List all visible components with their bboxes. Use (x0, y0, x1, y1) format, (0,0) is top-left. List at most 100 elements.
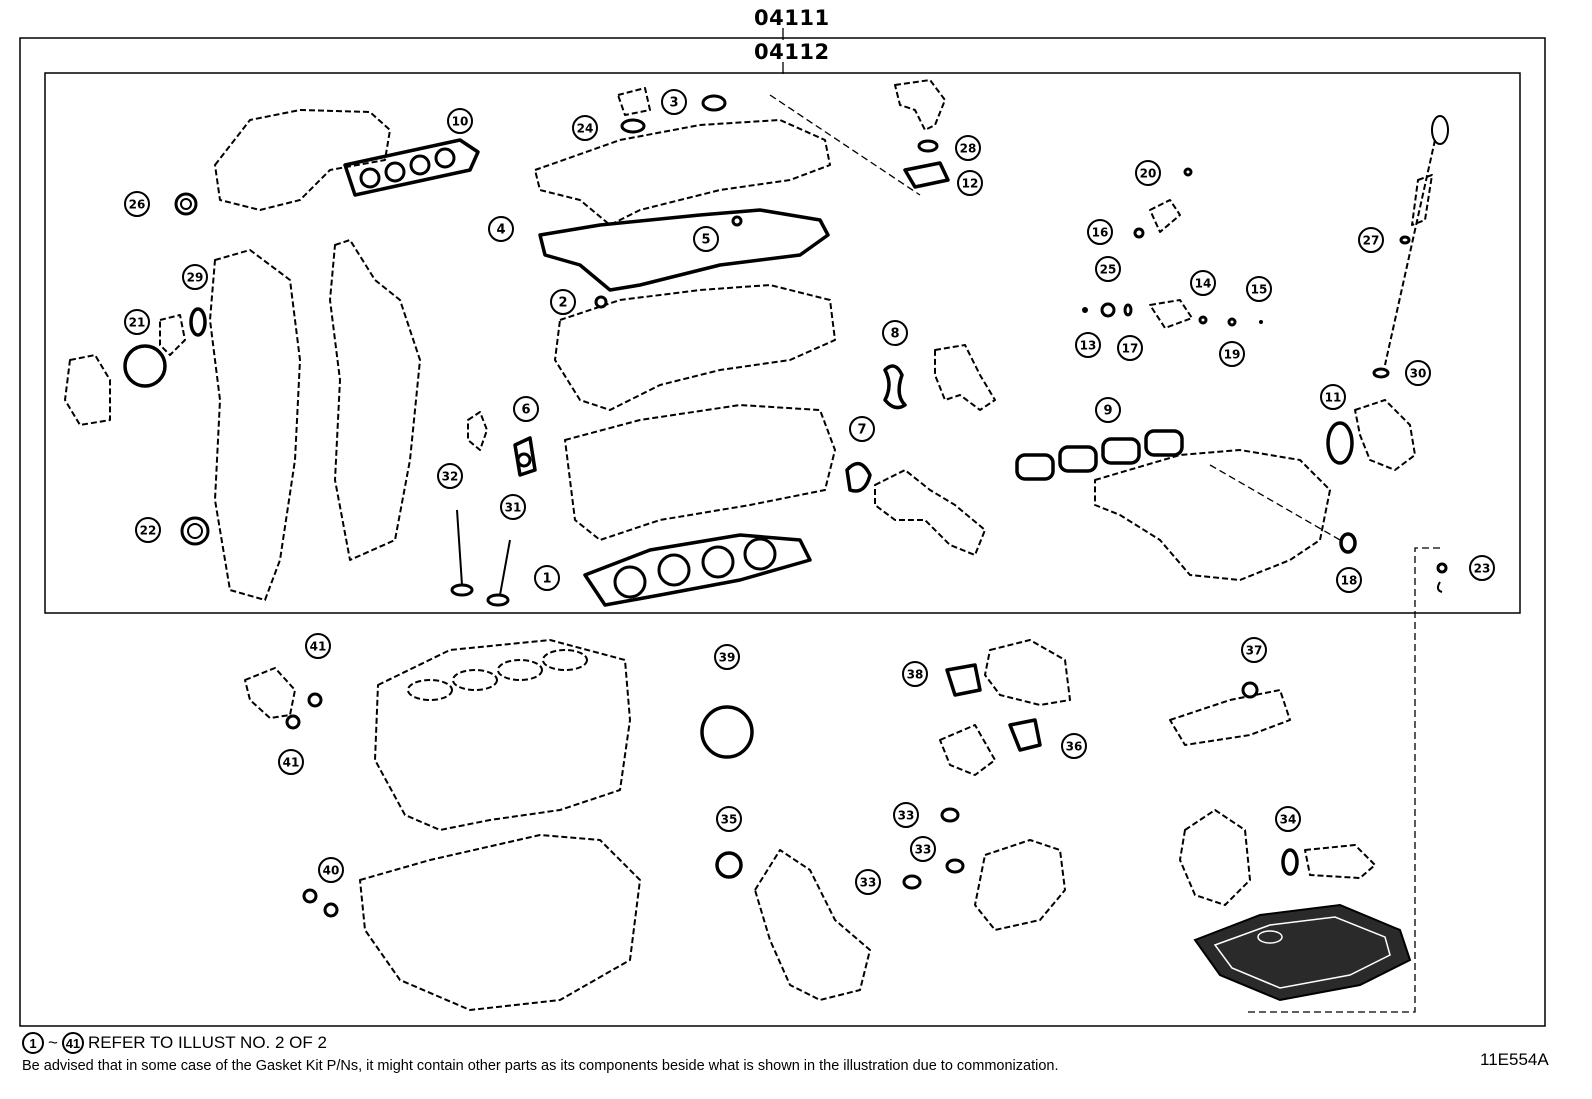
callout-number: 11 (1325, 391, 1342, 405)
gasket-11 (1326, 421, 1354, 465)
callout-23: 23 (1469, 555, 1495, 581)
callout-15: 15 (1246, 276, 1272, 302)
oil-pump-housing (754, 849, 871, 1001)
gasket-14 (1198, 315, 1208, 325)
o-ring-34 (1281, 848, 1299, 876)
oil-seal-22 (180, 516, 210, 546)
water-bypass-outlet (894, 79, 946, 131)
callout-10: 10 (447, 108, 473, 134)
callout-number: 2 (558, 296, 567, 311)
callout-number: 25 (1100, 263, 1117, 277)
callout-11: 11 (1320, 384, 1346, 410)
callout-6: 6 (513, 396, 539, 422)
seal-23a (1436, 562, 1448, 574)
callout-number: 16 (1092, 226, 1109, 240)
gasket-36 (1008, 718, 1042, 752)
oil-pan-dash-line (1248, 547, 1440, 1013)
seal-41a (307, 692, 323, 708)
gasket-33b (945, 858, 965, 874)
cylinder-head (564, 404, 836, 541)
callout-9: 9 (1095, 397, 1121, 423)
oil-filter-bracket (1179, 809, 1251, 906)
gasket-37 (1241, 681, 1259, 699)
callout-number: 23 (1474, 562, 1491, 576)
callout-16: 16 (1087, 219, 1113, 245)
range-tilde: ~ (48, 1033, 58, 1052)
callout-36: 36 (1061, 733, 1087, 759)
rear-oil-seal-39 (700, 705, 754, 759)
kit-label-outer: 04111 (754, 6, 830, 30)
gasket-33c (902, 874, 922, 890)
o-ring-29 (189, 307, 207, 337)
callout-number: 33 (860, 876, 877, 890)
callout-31: 31 (500, 494, 526, 520)
callout-27: 27 (1358, 227, 1384, 253)
grommet-20 (1183, 167, 1193, 177)
engine-mount-bracket (244, 667, 296, 719)
o-ring-28 (917, 139, 939, 153)
gasket-8 (883, 364, 907, 410)
oil-strainer (1304, 844, 1376, 879)
callout-20: 20 (1135, 160, 1161, 186)
callout-33: 33 (910, 836, 936, 862)
callout-number: 13 (1080, 339, 1097, 353)
o-ring-17 (1123, 303, 1133, 317)
seal-ring-26 (174, 192, 198, 216)
sensor-mid (1149, 299, 1193, 329)
illustration-id: 11E554A (1480, 1050, 1549, 1069)
gasket-7 (845, 461, 872, 493)
callout-number: 33 (915, 843, 932, 857)
callout-33: 33 (893, 802, 919, 828)
bracket-21 (159, 314, 186, 356)
callout-number: 28 (960, 142, 977, 156)
callout-number: 10 (452, 115, 469, 129)
callout-29: 29 (182, 264, 208, 290)
callout-number: 31 (505, 501, 522, 515)
callout-37: 37 (1241, 637, 1267, 663)
callout-number: 5 (701, 233, 710, 248)
plug-40 (323, 902, 339, 918)
callout-number: 7 (857, 423, 866, 438)
callout-35: 35 (716, 806, 742, 832)
timing-chain-case (329, 239, 421, 561)
timing-chain-cover (209, 249, 301, 601)
callout-number: 40 (323, 864, 340, 878)
callout-34: 34 (1275, 806, 1301, 832)
exhaust-manifold-gasket (343, 138, 480, 197)
plug-left (302, 888, 318, 904)
callout-number: 14 (1195, 277, 1212, 291)
callout-number: 39 (719, 651, 736, 665)
callout-number: 4 (496, 223, 505, 238)
callout-4: 4 (488, 216, 514, 242)
callout-number: 12 (962, 177, 979, 191)
cylinder-head-cover (534, 119, 831, 226)
callout-5: 5 (693, 226, 719, 252)
callout-21: 21 (124, 309, 150, 335)
timing-cover-lower (974, 839, 1066, 931)
callout-number: 3 (669, 96, 678, 111)
o-ring-18 (1339, 532, 1357, 554)
callout-number: 38 (907, 668, 924, 682)
gasket-33a (940, 807, 960, 823)
intake-manifold-gasket-9 (1015, 429, 1184, 481)
callout-number: 21 (129, 316, 146, 330)
gasket-small-mid (467, 411, 488, 451)
callout-number: 1 (542, 572, 551, 587)
camshaft-housing (554, 284, 836, 411)
callout-number: 18 (1341, 574, 1358, 588)
callout-number: 41 (310, 640, 327, 654)
callout-19: 19 (1219, 341, 1245, 367)
callout-number: 6 (521, 403, 530, 418)
callout-41: 41 (278, 749, 304, 775)
oil-filler-cap (617, 87, 651, 116)
grommet-5 (731, 215, 743, 227)
head-cover-gasket-4 (538, 208, 830, 292)
callout-number: 24 (577, 122, 594, 136)
refer-note: 1 ~ 41 REFER TO ILLUST NO. 2 OF 2 (22, 1032, 327, 1054)
callout-25: 25 (1095, 256, 1121, 282)
oil-level-gauge (1384, 115, 1449, 366)
sensor-top (1149, 199, 1181, 233)
callout-3: 3 (661, 89, 687, 115)
